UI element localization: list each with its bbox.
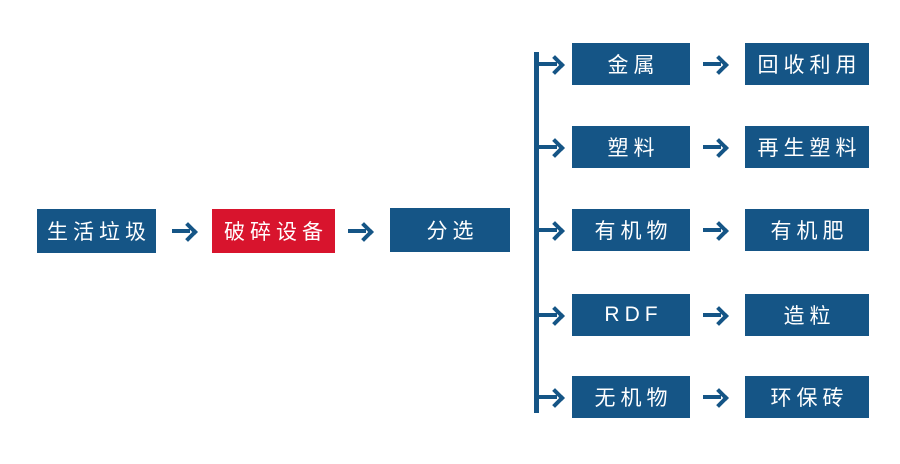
node-recycled-plastic: 再生塑料	[745, 126, 869, 168]
node-inorganic-matter: 无机物	[572, 376, 690, 418]
branch-trunk-line	[534, 52, 539, 413]
node-eco-brick: 环保砖	[745, 376, 869, 418]
arrow-right-icon	[539, 220, 565, 240]
node-plastic: 塑料	[572, 126, 690, 168]
node-recycling: 回收利用	[745, 43, 869, 85]
arrow-right-icon	[703, 54, 729, 74]
arrow-right-icon	[703, 137, 729, 157]
node-rdf: RDF	[572, 294, 690, 336]
arrow-right-icon	[348, 221, 374, 241]
node-organic-matter: 有机物	[572, 209, 690, 251]
arrow-right-icon	[172, 221, 198, 241]
arrow-right-icon	[703, 305, 729, 325]
node-sorting: 分选	[390, 208, 510, 252]
arrow-right-icon	[539, 387, 565, 407]
node-granulation: 造粒	[745, 294, 869, 336]
node-metal: 金属	[572, 43, 690, 85]
arrow-right-icon	[703, 220, 729, 240]
arrow-right-icon	[539, 137, 565, 157]
arrow-right-icon	[703, 387, 729, 407]
node-crushing-equipment: 破碎设备	[212, 209, 335, 253]
arrow-right-icon	[539, 54, 565, 74]
arrow-right-icon	[539, 305, 565, 325]
node-household-waste: 生活垃圾	[37, 209, 156, 253]
node-organic-fertilizer: 有机肥	[745, 209, 869, 251]
